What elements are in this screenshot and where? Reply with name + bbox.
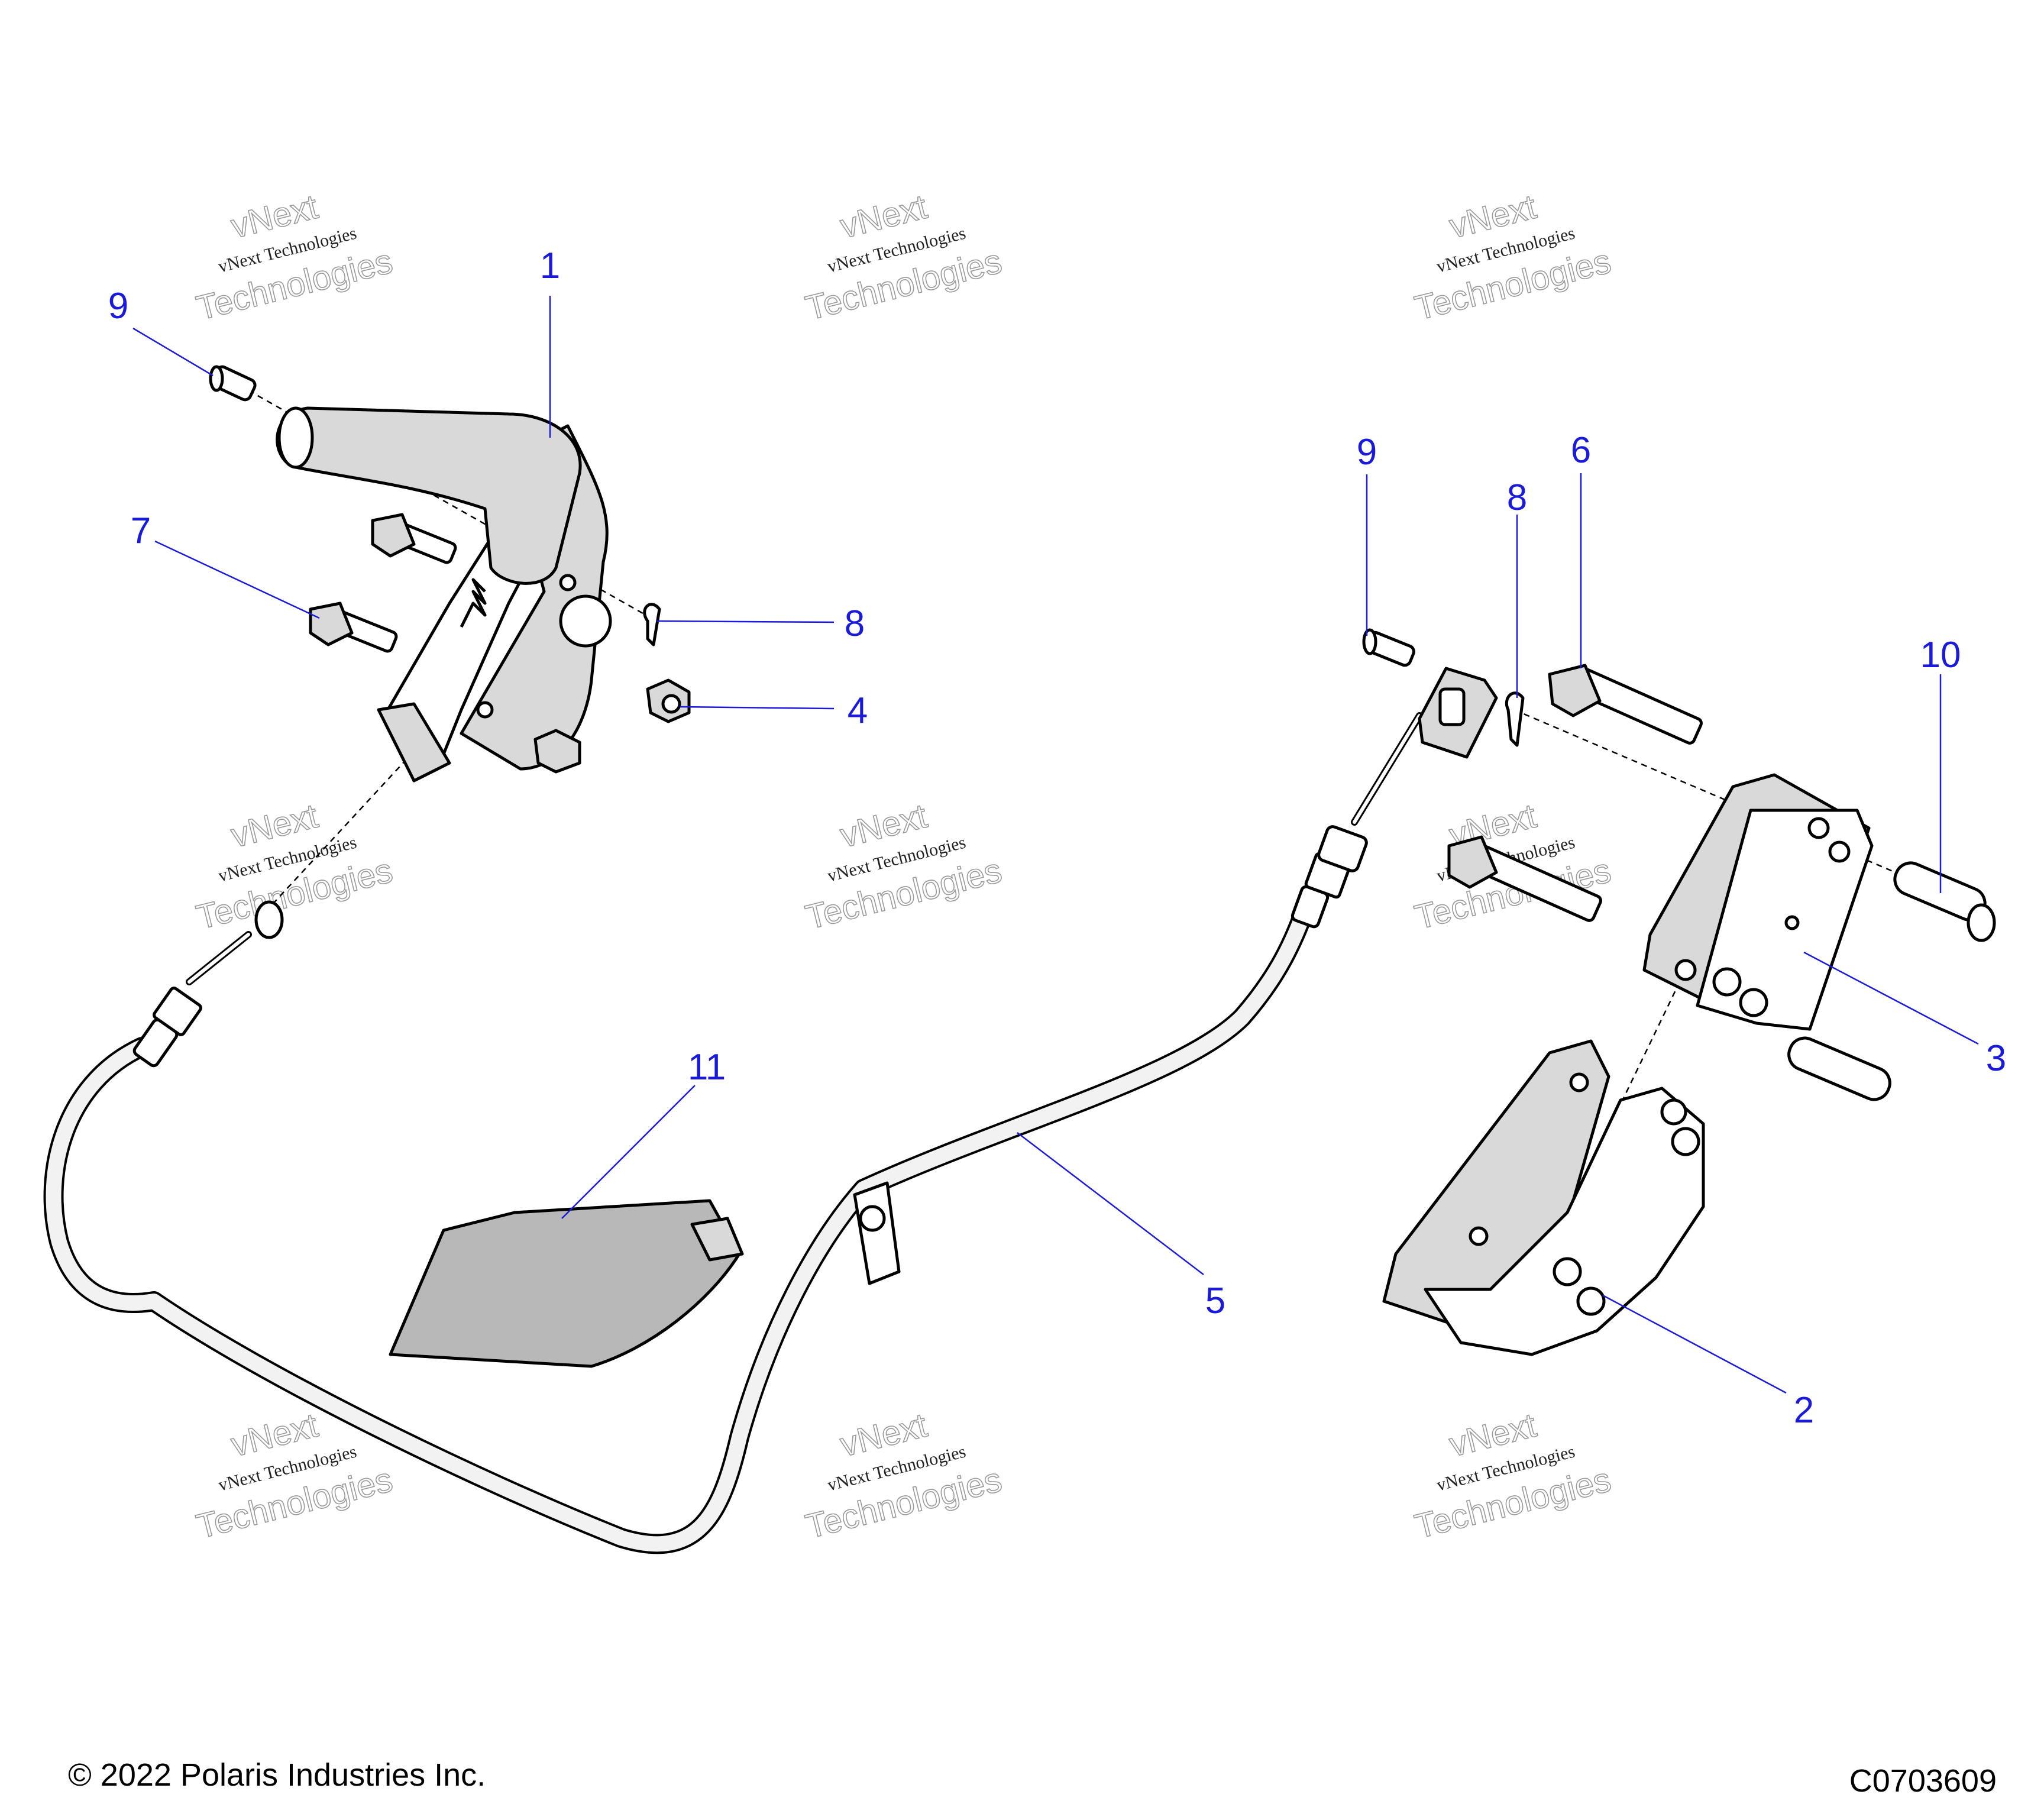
callout-label: 1 <box>540 245 560 286</box>
callout-3: 3 <box>1803 951 2006 1079</box>
watermark: vNext vNext Technologies Technologies <box>192 187 397 328</box>
callout-9-left: 9 <box>108 286 214 377</box>
callout-10: 10 <box>1920 635 1961 893</box>
pin-right <box>1362 628 1415 667</box>
callout-5: 5 <box>1017 1132 1225 1321</box>
callout-label: 8 <box>1507 477 1527 518</box>
drawing-number: C0703609 <box>1849 1763 1997 1799</box>
watermark: vNext vNext Technologies Technologies <box>192 796 397 937</box>
nuts <box>533 678 691 774</box>
bolt-lower <box>1447 835 1602 922</box>
callout-label: 5 <box>1205 1281 1225 1321</box>
lower-bracket <box>1382 1039 1705 1356</box>
heat-shield <box>389 1199 744 1368</box>
watermark: vNext vNext Technologies Technologies <box>801 796 1006 937</box>
callout-8-left: 8 <box>656 603 865 644</box>
watermark: vNext vNext Technologies Technologies <box>1411 1405 1615 1547</box>
bolt-long <box>1548 664 1703 745</box>
callout-11: 11 <box>561 1047 726 1219</box>
watermark: vNext vNext Technologies Technologies <box>801 187 1006 328</box>
clip-right <box>1505 691 1525 747</box>
callout-label: 11 <box>688 1047 726 1088</box>
callout-9-right: 9 <box>1357 432 1377 636</box>
callout-7: 7 <box>131 510 320 619</box>
callout-label: 9 <box>1357 432 1377 473</box>
bolts-left <box>309 513 457 653</box>
watermark: vNext vNext Technologies Technologies <box>801 1405 1006 1547</box>
hand-brake-lever <box>276 406 612 783</box>
callout-label: 7 <box>131 510 151 551</box>
callout-4: 4 <box>680 690 868 731</box>
brake-cable <box>43 667 1498 1554</box>
watermark-group: vNext vNext Technologies Technologies vN… <box>192 187 1615 1547</box>
callout-label: 10 <box>1920 635 1961 675</box>
callout-1: 1 <box>540 245 560 438</box>
callout-2: 2 <box>1602 1294 1814 1431</box>
callout-6: 6 <box>1571 430 1591 668</box>
callout-label: 4 <box>848 690 868 731</box>
callout-label: 8 <box>845 603 865 644</box>
pin-left <box>209 365 257 402</box>
pivot-bracket <box>1642 773 1874 1031</box>
clip-left <box>643 603 661 646</box>
callout-label: 2 <box>1794 1390 1814 1431</box>
copyright-text: © 2022 Polaris Industries Inc. <box>68 1757 486 1793</box>
callout-label: 6 <box>1571 430 1591 471</box>
callout-label: 9 <box>108 286 128 326</box>
callout-8-right: 8 <box>1507 477 1527 698</box>
callout-label: 3 <box>1986 1038 2006 1079</box>
watermark: vNext vNext Technologies Technologies <box>1411 187 1615 328</box>
